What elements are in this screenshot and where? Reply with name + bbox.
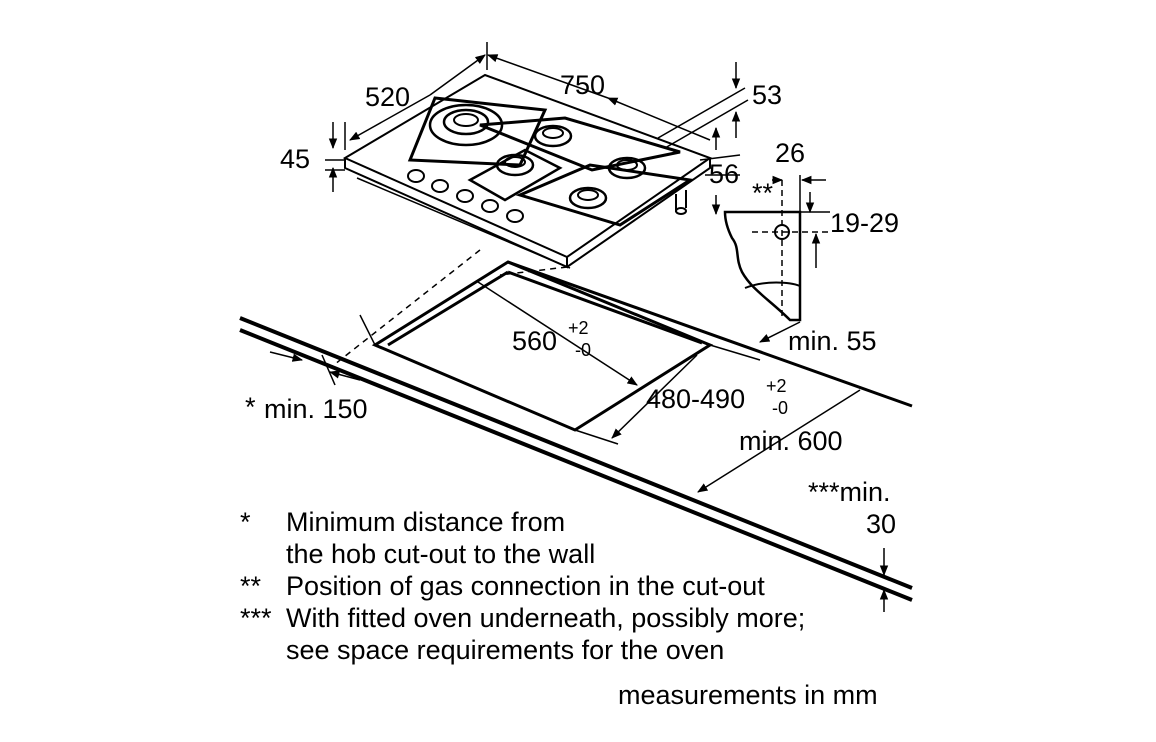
min-under-value: 30 [866,509,896,539]
footnote-mark: *** [240,603,272,633]
footnote-mark [240,538,286,570]
footnote-mark [240,634,286,666]
gas-height-label: 19-29 [830,208,899,238]
height-label: 45 [280,144,310,174]
control-knobs [407,169,524,223]
footnote-row: *** With fitted oven underneath, possibl… [240,602,940,634]
min-worktop-label: min. 55 [788,326,877,356]
footnote-mark: * [240,507,251,537]
footnote-text: the hob cut-out to the wall [286,539,596,569]
cutout-depth-tol-plus: +2 [766,376,787,396]
footnote-row: see space requirements for the oven [240,634,940,666]
worktop-profile-detail [723,175,830,322]
min-under-label: ***min. [808,477,891,507]
burner-icon [568,186,608,210]
dimension-lines [269,42,889,612]
wok-burner-icon [428,103,504,147]
cutout-width-label: 560 [512,326,557,356]
footnote-text: Position of gas connection in the cut-ou… [286,571,765,601]
front-offset-label: 56 [709,159,739,189]
units-note: measurements in mm [618,680,878,710]
footnote-mark: ** [240,571,262,601]
footnote-text: Minimum distance from [286,507,566,537]
cutout-width-tol-minus: -0 [575,340,591,360]
burner-icon [495,153,535,177]
footnote-row: the hob cut-out to the wall [240,538,940,570]
footnote-row: ** Position of gas connection in the cut… [240,570,940,602]
top-offset-label: 53 [752,80,782,110]
cutout-depth-tol-minus: -0 [772,398,788,418]
footnote-row: * Minimum distance from [240,506,940,538]
width-label: 750 [560,70,605,100]
cutout-width-tol-plus: +2 [568,318,589,338]
min-wall-marker: * [245,392,256,422]
min-depth-label: min. 600 [739,426,843,456]
cutout-depth-label: 480-490 [646,384,745,414]
depth-label: 520 [365,82,410,112]
hob-drawing [329,73,713,369]
burner-icon [533,124,573,148]
min-wall-label: min. 150 [264,394,368,424]
burner-icon [607,156,647,180]
footnotes: * Minimum distance from the hob cut-out … [240,506,940,666]
footnote-text: With fitted oven underneath, possibly mo… [286,603,806,633]
gas-marker: ** [752,178,774,208]
footnote-text: see space requirements for the oven [286,635,725,665]
gas-distance-label: 26 [775,138,805,168]
